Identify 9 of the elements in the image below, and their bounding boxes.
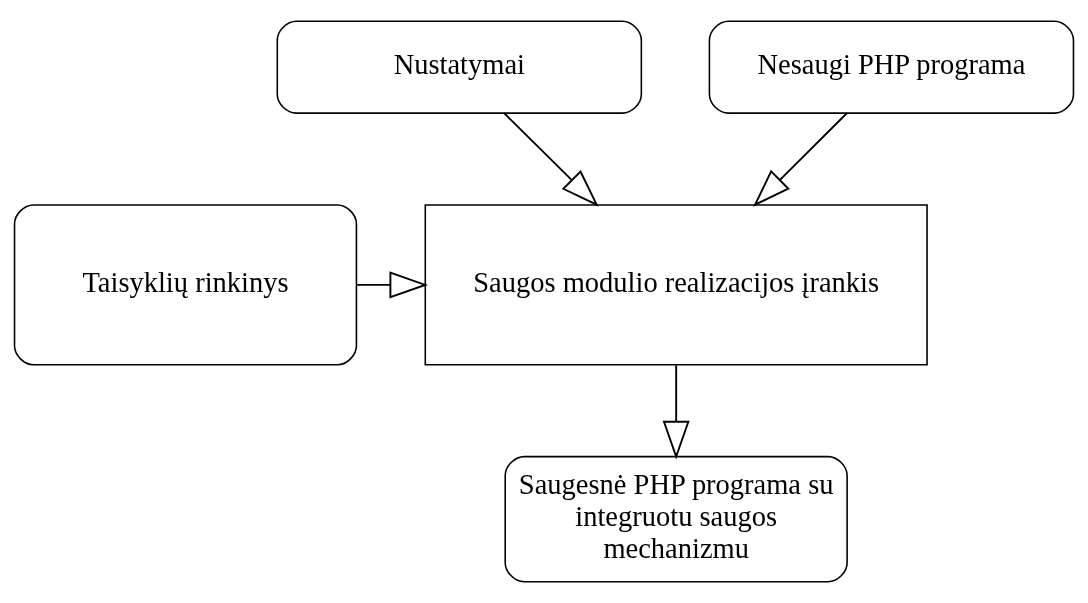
node-box: Nustatymai <box>276 20 643 114</box>
arrow <box>662 364 690 460</box>
arrow <box>753 112 848 207</box>
node-box: Saugesnė PHP programa su integruotu saugos mechanizmu <box>504 455 848 583</box>
arrow <box>503 112 599 207</box>
node-box: Taisyklių rinkinys <box>13 204 358 366</box>
node-box: Nesaugi PHP programa <box>708 20 1075 114</box>
arrow <box>355 271 429 299</box>
node-box: Saugos modulio realizacijos įrankis <box>424 204 928 366</box>
